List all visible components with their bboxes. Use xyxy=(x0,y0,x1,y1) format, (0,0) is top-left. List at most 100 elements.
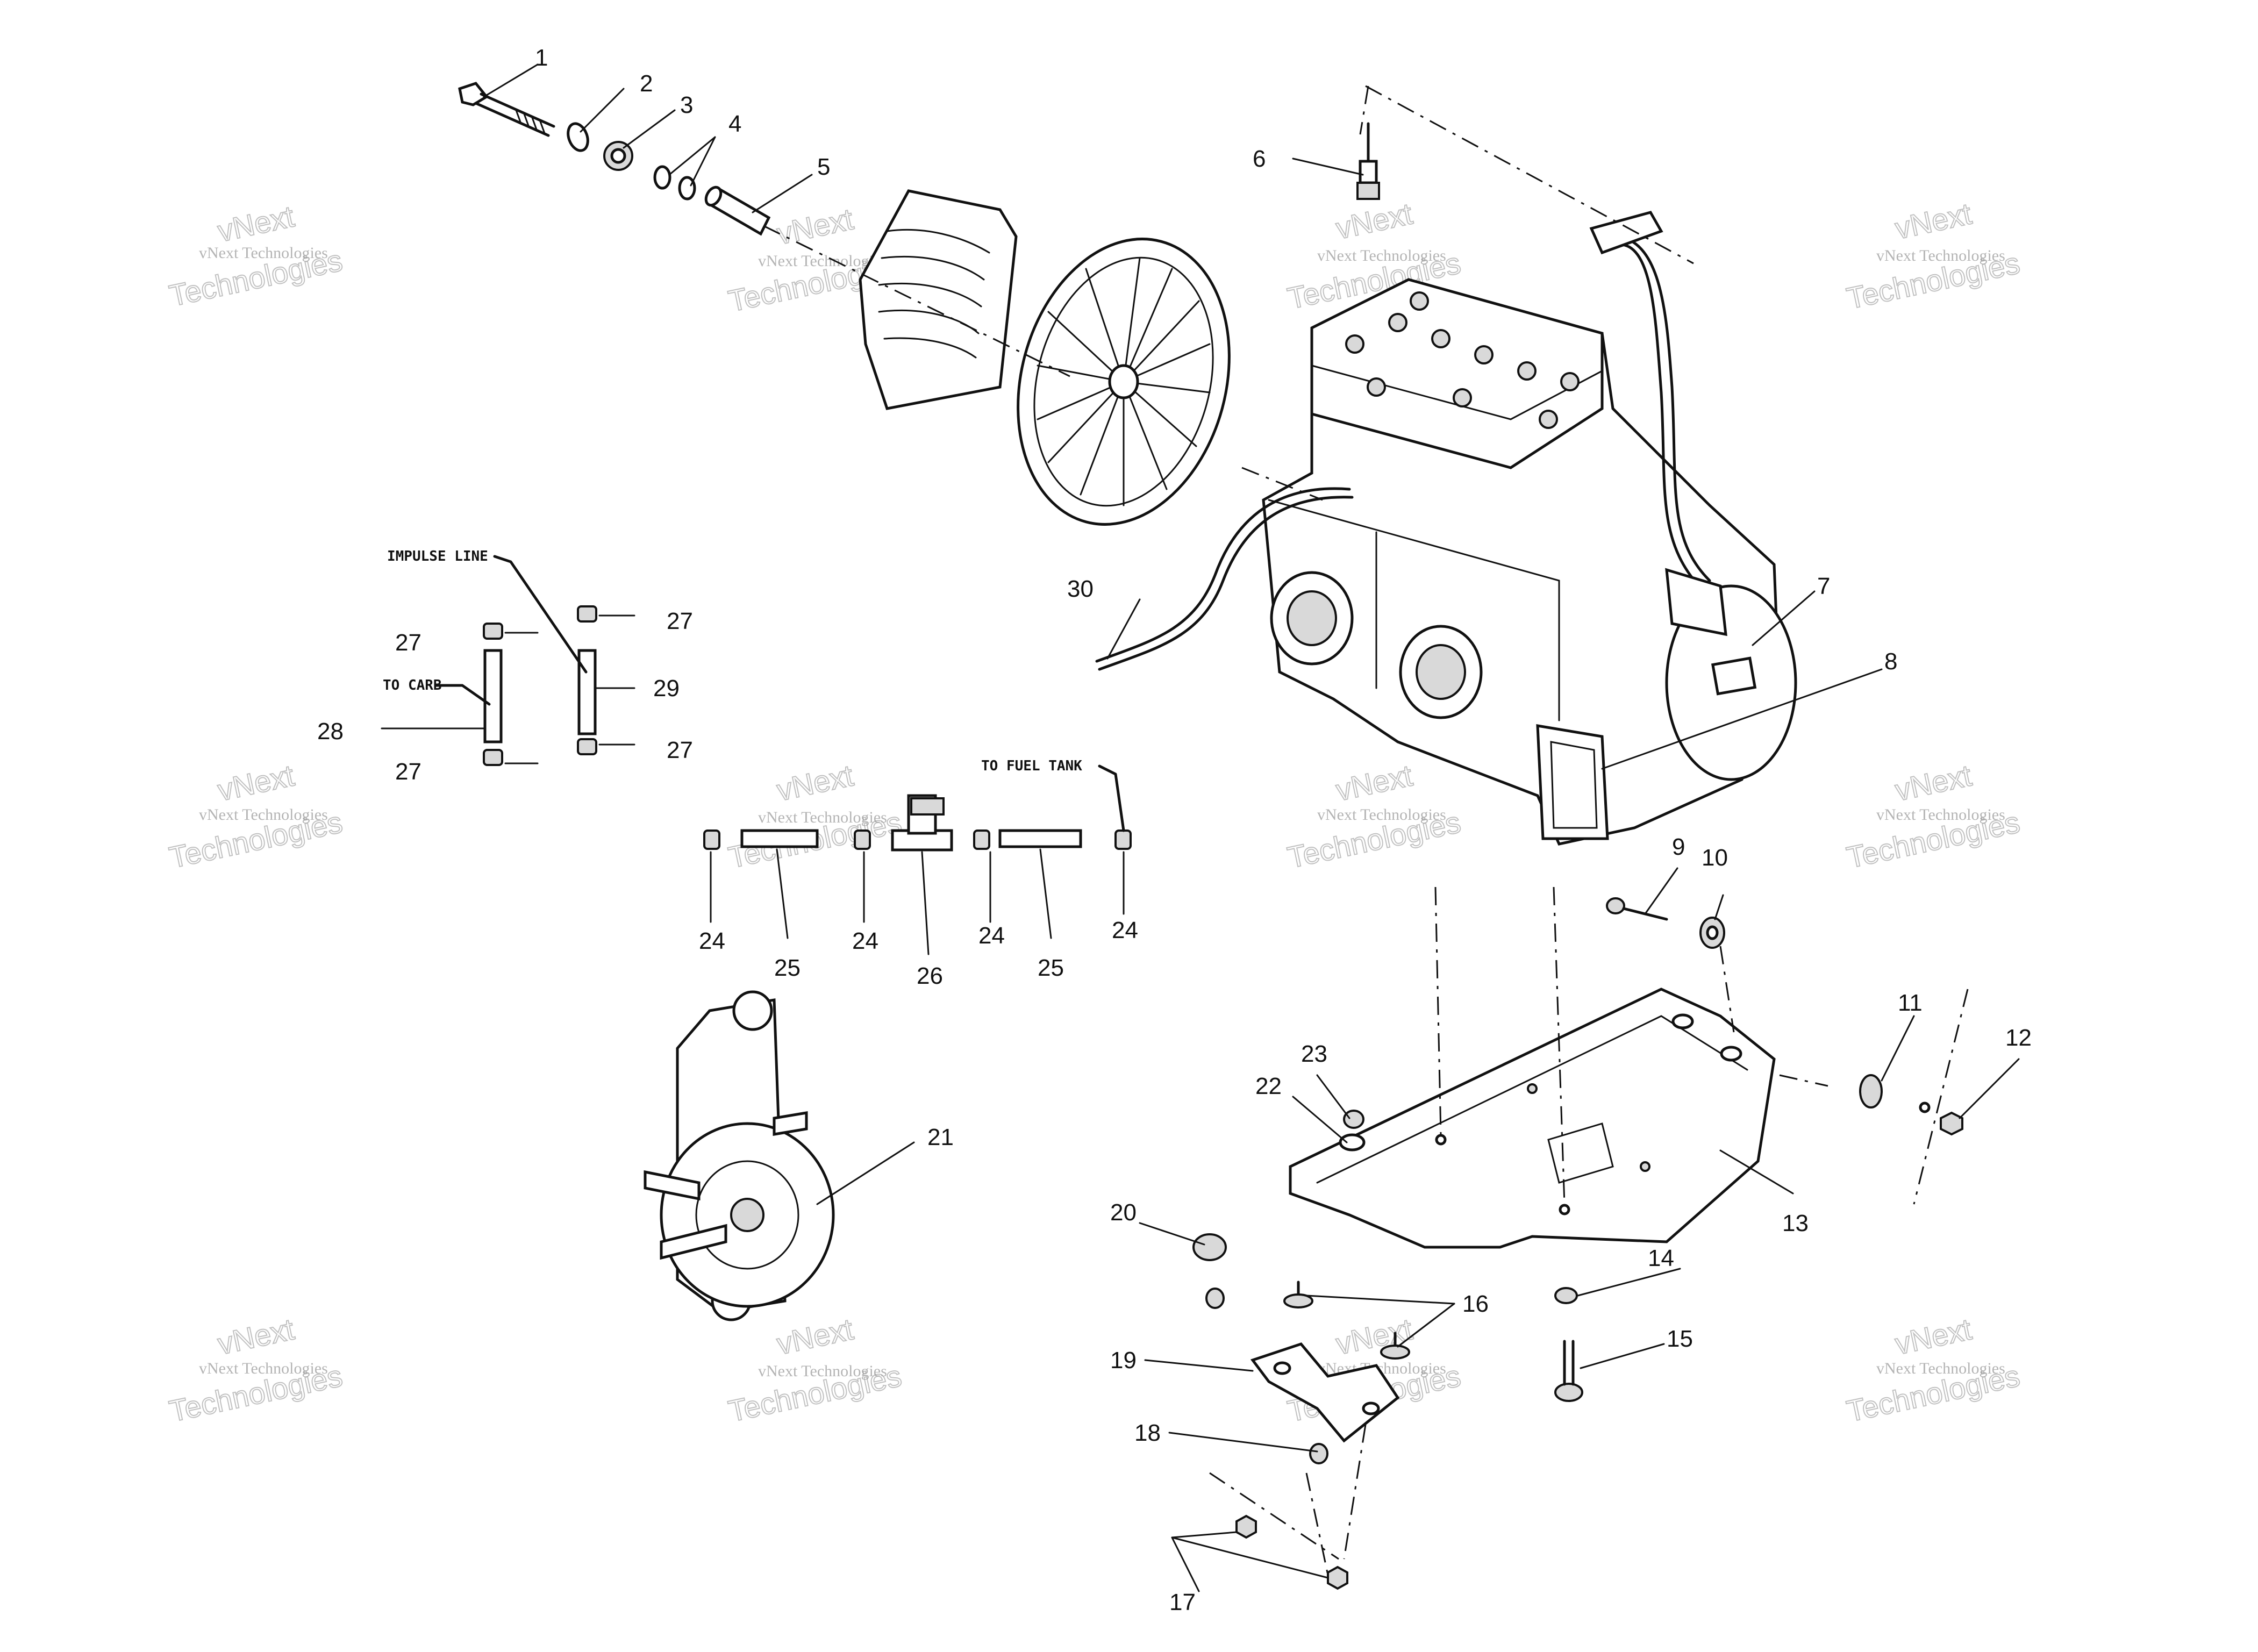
callout-7: 7 xyxy=(1817,573,1830,599)
callout-27-c: 27 xyxy=(395,759,421,785)
svg-text:vNext Technologies: vNext Technologies xyxy=(199,1360,328,1377)
svg-text:vNext Technologies: vNext Technologies xyxy=(1876,806,2005,824)
carburetor-part-a xyxy=(1270,571,1354,666)
clamp-part xyxy=(973,829,990,850)
svg-text:vNext: vNext xyxy=(774,1312,856,1361)
callout-24-c: 24 xyxy=(978,922,1005,949)
nut-part-17a xyxy=(1235,1514,1257,1539)
callout-12: 12 xyxy=(2005,1025,2032,1051)
svg-text:vNext: vNext xyxy=(1892,1312,1975,1361)
callout-16: 16 xyxy=(1462,1291,1489,1317)
callout-20: 20 xyxy=(1110,1199,1137,1226)
clamp-part xyxy=(483,623,503,640)
bolt-assembly xyxy=(458,82,771,236)
ring-part-b xyxy=(678,176,696,201)
callout-27-b: 27 xyxy=(667,608,693,634)
callout-2: 2 xyxy=(640,70,653,97)
spacer-part xyxy=(704,185,771,236)
head-bolts xyxy=(1345,291,1580,429)
hose-part-25b xyxy=(998,829,1082,848)
watermark-r3c1: vNext Technologies vNext Technologies xyxy=(166,1311,346,1428)
svg-text:vNext Technologies: vNext Technologies xyxy=(758,809,887,826)
washer-part-14 xyxy=(1554,1287,1578,1304)
clamp-part xyxy=(1114,829,1132,850)
watermark-r2c3: vNext Technologies vNext Technologies xyxy=(1284,757,1464,875)
svg-text:vNext: vNext xyxy=(1333,758,1416,807)
callout-15: 15 xyxy=(1667,1326,1693,1352)
centerline-plug xyxy=(1359,85,1369,135)
callout-24-d: 24 xyxy=(1112,917,1138,943)
engine-part xyxy=(1262,211,1797,846)
clutch-part xyxy=(763,189,1231,526)
svg-text:vNext: vNext xyxy=(215,758,297,807)
clamp-part xyxy=(854,829,871,850)
callouts: 1 2 3 4 5 6 7 8 9 10 11 12 13 14 15 16 1… xyxy=(317,45,2032,1615)
svg-text:vNext Technologies: vNext Technologies xyxy=(199,806,328,824)
clamp-part xyxy=(483,749,503,766)
svg-text:vNext: vNext xyxy=(774,202,856,251)
svg-text:vNext: vNext xyxy=(774,758,856,807)
fuel-valve-part xyxy=(891,794,953,852)
svg-text:vNext: vNext xyxy=(1892,758,1975,807)
svg-text:vNext: vNext xyxy=(1892,196,1975,245)
note-impulse-line: IMPULSE LINE xyxy=(387,548,488,564)
cable-part xyxy=(1095,487,1351,663)
fuel-pump-part xyxy=(644,990,835,1321)
grommet-part-10 xyxy=(1699,917,1725,949)
callout-28: 28 xyxy=(317,718,344,745)
nut-part-18 xyxy=(1309,1443,1328,1464)
callout-21: 21 xyxy=(927,1124,954,1150)
callout-24-b: 24 xyxy=(852,928,878,954)
callout-1: 1 xyxy=(535,45,548,71)
watermark-r2c1: vNext Technologies vNext Technologies xyxy=(166,757,346,875)
decal-part xyxy=(1536,724,1609,840)
recoil-starter-part xyxy=(1665,584,1797,781)
svg-text:vNext Technologies: vNext Technologies xyxy=(758,252,887,270)
skid-plate-part xyxy=(1289,886,1828,1249)
washer-part-22 xyxy=(1339,1133,1366,1152)
note-to-carb: TO CARB xyxy=(383,677,442,693)
fuel-line-group xyxy=(703,794,1132,852)
clamp-part xyxy=(577,605,597,623)
svg-text:vNext: vNext xyxy=(215,1312,297,1361)
callout-29: 29 xyxy=(653,675,680,702)
nut-part-17b xyxy=(1327,1565,1348,1590)
watermark-r2c4: vNext Technologies vNext Technologies xyxy=(1843,757,2023,875)
carburetor-part-b xyxy=(1399,625,1483,719)
hose-part-25a xyxy=(740,829,819,848)
callout-27-d: 27 xyxy=(667,737,693,763)
callout-13: 13 xyxy=(1782,1210,1809,1236)
callout-23: 23 xyxy=(1301,1041,1327,1067)
cap-part-20 xyxy=(1192,1233,1227,1261)
note-to-fuel-tank: TO FUEL TANK xyxy=(981,758,1082,774)
callout-17: 17 xyxy=(1169,1589,1196,1615)
svg-text:vNext: vNext xyxy=(1333,196,1416,245)
svg-text:vNext Technologies: vNext Technologies xyxy=(1876,1360,2005,1377)
bolt-part-9 xyxy=(1606,897,1668,921)
callout-10: 10 xyxy=(1702,845,1728,871)
callout-22: 22 xyxy=(1255,1073,1282,1099)
watermark-r3c4: vNext Technologies vNext Technologies xyxy=(1843,1311,2023,1428)
nut-part-12 xyxy=(1940,1111,1963,1136)
bracket-part-19 xyxy=(1250,1342,1400,1443)
spark-plug-part xyxy=(1356,122,1380,200)
callout-18: 18 xyxy=(1134,1420,1161,1446)
nut-part-23 xyxy=(1343,1110,1364,1129)
callout-24-a: 24 xyxy=(699,928,725,954)
watermark-r2c2: vNext Technologies vNext Technologies xyxy=(725,757,905,875)
leader-lines xyxy=(381,63,2020,1592)
callout-26: 26 xyxy=(917,963,943,989)
grommet-part-11 xyxy=(1859,1074,1883,1109)
svg-text:vNext Technologies: vNext Technologies xyxy=(1317,806,1446,824)
bolt-part xyxy=(458,82,555,137)
nut-part xyxy=(603,141,633,171)
callout-3: 3 xyxy=(680,92,693,118)
svg-text:vNext Technologies: vNext Technologies xyxy=(1317,247,1446,264)
callout-19: 19 xyxy=(1110,1347,1137,1374)
callout-8: 8 xyxy=(1884,648,1897,675)
watermark-r1c4: vNext Technologies vNext Technologies xyxy=(1843,196,2023,316)
hose-part-28 xyxy=(483,649,503,743)
callout-25-a: 25 xyxy=(774,955,801,981)
svg-text:vNext: vNext xyxy=(215,199,297,248)
